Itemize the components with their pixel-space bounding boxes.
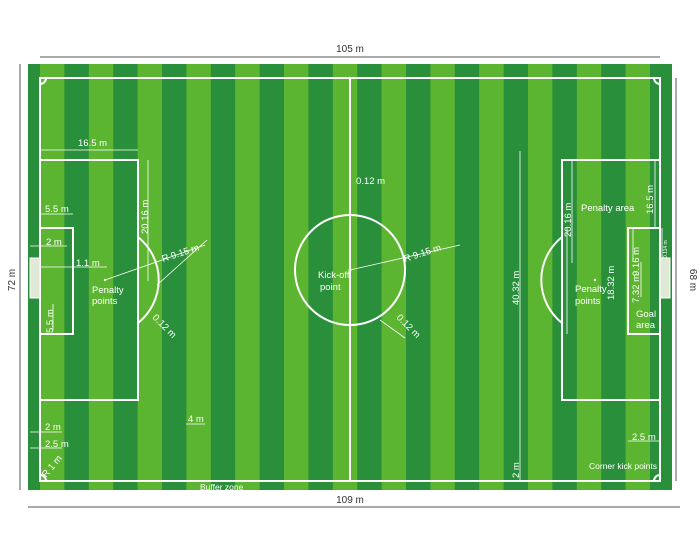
light-stripe <box>430 64 455 490</box>
corner-arcs <box>39 77 661 482</box>
light-stripe <box>625 64 650 490</box>
light-stripe <box>479 64 504 490</box>
dim-top-length: 105 m <box>336 44 364 55</box>
light-stripe <box>40 64 65 490</box>
dim-16-5-right: 16.5 m <box>645 185 656 214</box>
dim-0-12-center: 0.12 m <box>356 176 385 187</box>
center-circle <box>294 214 406 326</box>
dim-5-5: 5.5 m <box>45 204 69 215</box>
dim-right-width: 68 m <box>687 269 698 291</box>
label-goal-area: Goal <box>636 309 656 320</box>
right-penalty-arc <box>540 236 563 324</box>
right-penalty-spot <box>593 278 597 282</box>
dim-2-5m-left: 2.5 m <box>45 439 69 450</box>
light-stripe <box>528 64 553 490</box>
light-stripe <box>381 64 406 490</box>
dim-2m-right: 2 m <box>511 462 522 478</box>
dim-2m-goal: 2 m <box>46 237 62 248</box>
dim-4m: 4 m <box>188 414 204 425</box>
dim-left-width: 72 m <box>7 269 18 291</box>
label-corner-kick-points: Corner kick points <box>589 461 657 471</box>
label-kick-off-2: point <box>320 282 341 293</box>
dim-40-32: 40.32 m <box>511 271 522 305</box>
dim-20-16: 20.16 m <box>140 200 151 234</box>
label-penalty-points-right-2: points <box>575 296 601 307</box>
right-goal-net <box>659 257 671 299</box>
light-stripe <box>88 64 114 490</box>
left-goal-net <box>29 257 41 299</box>
dim-9-16: 9.16 m <box>631 247 642 276</box>
label-kick-off: Kick-off <box>318 270 350 281</box>
label-penalty-points-left-2: points <box>92 296 118 307</box>
dim-18-32: 18.32 m <box>606 266 617 300</box>
dim-20-16-right: 20.16 m <box>563 203 574 237</box>
dim-1-1: 1.1 m <box>76 258 100 269</box>
dim-bottom-length: 109 m <box>336 495 364 506</box>
label-penalty-points-right: Penalty <box>575 284 607 295</box>
dim-7-32: 7.32 m <box>631 274 642 303</box>
left-penalty-arc <box>137 236 160 324</box>
dim-16-5: 16.5 m <box>78 138 107 149</box>
dim-5-5-side: 5.5 m <box>45 309 56 333</box>
light-stripe <box>186 64 211 490</box>
light-stripe <box>576 64 602 490</box>
label-penalty-area: Penalty area <box>581 203 635 214</box>
label-penalty-points-left: Penalty <box>92 285 124 296</box>
dim-0-114: 0.114 m <box>663 240 669 258</box>
dim-2m-buffer: 2 m <box>45 422 61 433</box>
light-stripe <box>332 64 358 490</box>
dim-2-5m-right: 2.5 m <box>632 432 656 443</box>
label-buffer-zone: Buffer zone <box>200 482 244 492</box>
label-goal-area-2: area <box>636 320 656 331</box>
light-stripe <box>235 64 260 490</box>
